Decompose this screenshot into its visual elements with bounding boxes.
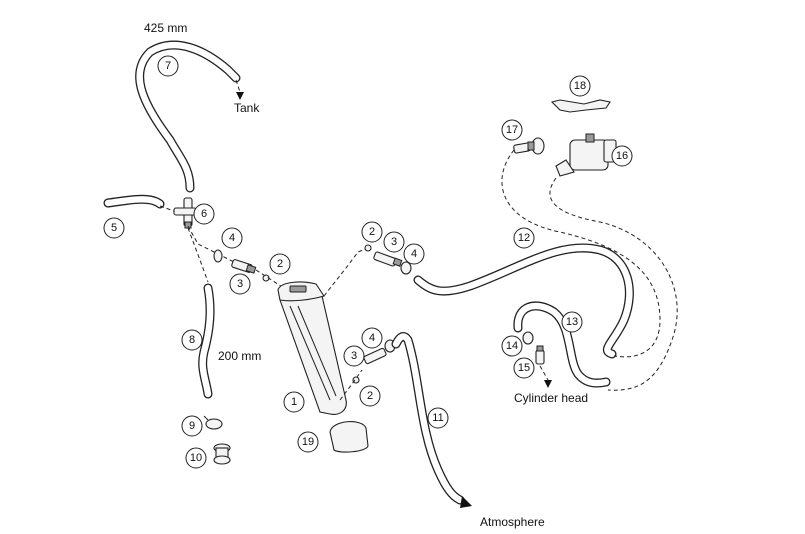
cover-19 [329, 421, 369, 453]
svg-text:18: 18 [574, 80, 586, 92]
callout-15: 15 [513, 357, 535, 379]
canister-dash-right [323, 247, 369, 297]
svg-text:4: 4 [229, 232, 235, 244]
svg-text:4: 4 [411, 248, 417, 260]
bracket-18 [550, 99, 611, 113]
o-ring-2-lower [352, 376, 360, 384]
canister-dash-lower [339, 369, 363, 401]
svg-text:6: 6 [201, 208, 207, 220]
svg-text:15: 15 [518, 362, 530, 374]
t-fitting-6 [173, 197, 197, 229]
svg-text:2: 2 [369, 226, 375, 238]
atmosphere-label: Atmosphere [480, 515, 545, 529]
svg-text:1: 1 [291, 396, 297, 408]
dash-line-17 [501, 149, 661, 358]
callout-17: 17 [501, 119, 523, 141]
svg-text:10: 10 [190, 452, 202, 464]
callout-16: 16 [611, 145, 633, 167]
valve-3-lower [363, 347, 387, 365]
callout-2-upper: 2 [361, 221, 383, 243]
svg-text:9: 9 [189, 420, 195, 432]
callout-3-left: 3 [229, 273, 251, 295]
nipple-15 [535, 345, 545, 365]
tank-leader-line [235, 79, 241, 93]
cylinder-head-leader [539, 365, 549, 381]
callout-4-upper: 4 [403, 243, 425, 265]
svg-text:7: 7 [165, 60, 171, 72]
hose-8-length-label: 200 mm [218, 349, 261, 363]
fitting-6-dash-a [187, 225, 239, 265]
svg-text:11: 11 [432, 412, 443, 424]
svg-text:3: 3 [237, 278, 243, 290]
callout-2-lower: 2 [359, 385, 381, 407]
callout-19: 19 [297, 431, 319, 453]
callout-2-left: 2 [269, 253, 291, 275]
hose-5-dash [159, 205, 183, 215]
svg-text:13: 13 [566, 316, 578, 328]
callout-10: 10 [185, 447, 207, 469]
hose-7-length-label: 425 mm [144, 21, 187, 35]
svg-text:14: 14 [506, 340, 518, 352]
clamp-14 [522, 331, 534, 345]
callout-6: 6 [193, 203, 215, 225]
svg-text:12: 12 [518, 232, 530, 244]
callout-18: 18 [569, 75, 591, 97]
hose-11 [391, 332, 465, 505]
hose-5 [103, 194, 165, 209]
clamp-4-upper [400, 261, 412, 275]
valve-3-left [231, 259, 257, 274]
clamp-4-left [213, 249, 223, 263]
fitting-17 [513, 137, 545, 155]
hose-8 [198, 283, 215, 399]
callout-3-upper: 3 [383, 231, 405, 253]
clamp-9 [203, 415, 223, 430]
callout-14: 14 [501, 335, 523, 357]
cylinder-head-arrow [544, 380, 552, 388]
svg-text:2: 2 [277, 258, 283, 270]
svg-text:5: 5 [111, 222, 117, 234]
svg-text:2: 2 [367, 390, 373, 402]
callout-4-lower: 4 [361, 327, 383, 349]
svg-text:4: 4 [369, 332, 375, 344]
callout-3-lower: 3 [343, 345, 365, 367]
hose-12 [413, 243, 634, 359]
callout-9: 9 [181, 415, 203, 437]
svg-text:17: 17 [506, 124, 518, 136]
cylinder-head-label: Cylinder head [514, 391, 588, 405]
callout-7: 7 [157, 55, 179, 77]
svg-text:16: 16 [616, 150, 628, 162]
callout-4-left: 4 [221, 227, 243, 249]
svg-text:19: 19 [302, 436, 314, 448]
tank-label: Tank [234, 101, 260, 115]
canister-dash-left [255, 269, 285, 289]
callout-13: 13 [561, 311, 583, 333]
hose-13 [513, 301, 611, 388]
atmosphere-arrow [460, 496, 472, 508]
callout-5: 5 [103, 217, 125, 239]
o-ring-2-upper [364, 244, 372, 252]
canister-1 [277, 281, 347, 415]
callout-11: 11 [427, 407, 449, 429]
callout-8: 8 [181, 329, 203, 351]
fitting-6-dash-b [187, 227, 209, 283]
hose-7 [135, 40, 241, 193]
valve-3-upper [373, 251, 403, 267]
callout-1: 1 [283, 391, 305, 413]
svg-text:3: 3 [391, 236, 397, 248]
svg-text:8: 8 [189, 334, 195, 346]
tank-arrow [236, 92, 244, 100]
grommet-10 [213, 443, 231, 465]
callout-12: 12 [513, 227, 535, 249]
svg-text:3: 3 [351, 350, 357, 362]
solenoid-valve-16 [555, 133, 617, 177]
